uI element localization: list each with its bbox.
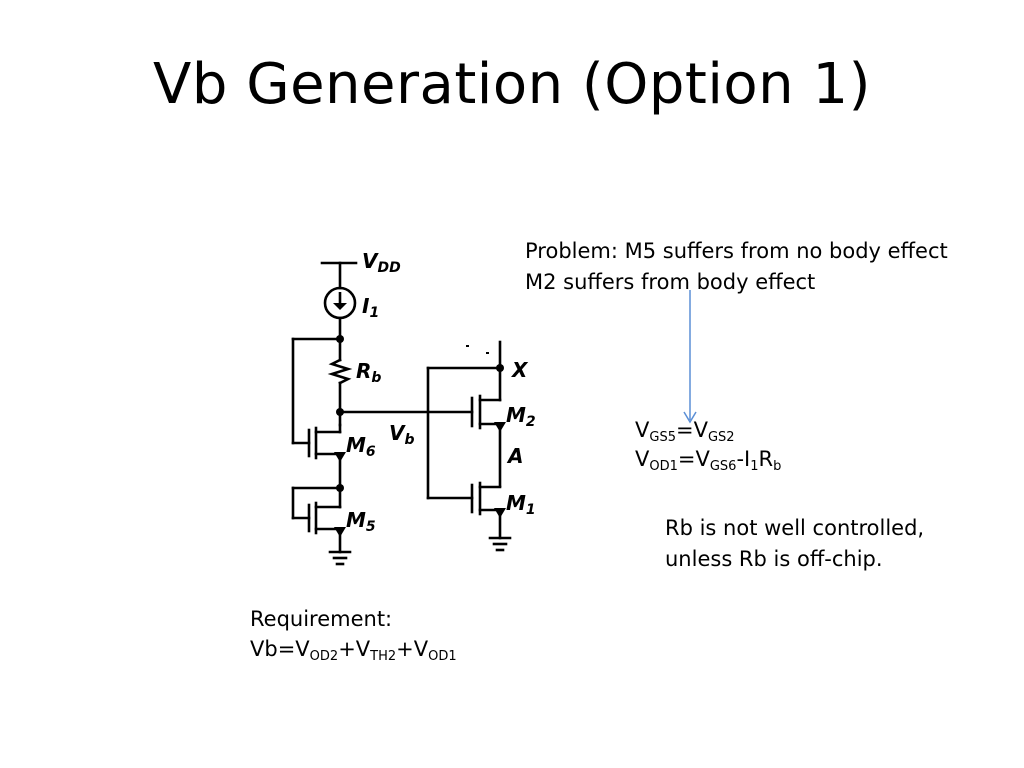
annotation-arrow-head bbox=[683, 411, 697, 424]
label-vdd: VDD bbox=[362, 249, 401, 276]
problem-line-2: M2 suffers from body effect bbox=[525, 270, 816, 294]
rb-note-line-2: unless Rb is off-chip. bbox=[665, 547, 883, 571]
equation-vod: VOD1=VGS6-I1Rb bbox=[635, 447, 782, 474]
equation-vgs: VGS5=VGS2 bbox=[635, 418, 735, 445]
rb-note-line-1: Rb is not well controlled, bbox=[665, 516, 925, 540]
requirement-note: Requirement: Vb=VOD2+VTH2+VOD1 bbox=[250, 604, 457, 672]
rb-note: Rb is not well controlled, unless Rb is … bbox=[665, 513, 924, 575]
problem-line-1: Problem: M5 suffers from no body effect bbox=[525, 239, 948, 263]
label-vb: Vb bbox=[389, 421, 415, 448]
label-m2: M2 bbox=[506, 403, 536, 430]
label-x: X bbox=[510, 358, 529, 382]
label-m1: M1 bbox=[506, 491, 536, 518]
label-i1: I1 bbox=[362, 294, 379, 321]
slide-title: Vb Generation (Option 1) bbox=[153, 52, 871, 117]
label-rb: Rb bbox=[356, 359, 381, 386]
annotation-arrow bbox=[683, 290, 697, 424]
requirement-equation: Vb=VOD2+VTH2+VOD1 bbox=[250, 637, 457, 664]
requirement-heading: Requirement: bbox=[250, 607, 393, 631]
label-m6: M6 bbox=[346, 433, 376, 460]
label-a: A bbox=[506, 444, 523, 468]
problem-note: Problem: M5 suffers from no body effect … bbox=[525, 236, 948, 298]
label-m5: M5 bbox=[346, 508, 376, 535]
